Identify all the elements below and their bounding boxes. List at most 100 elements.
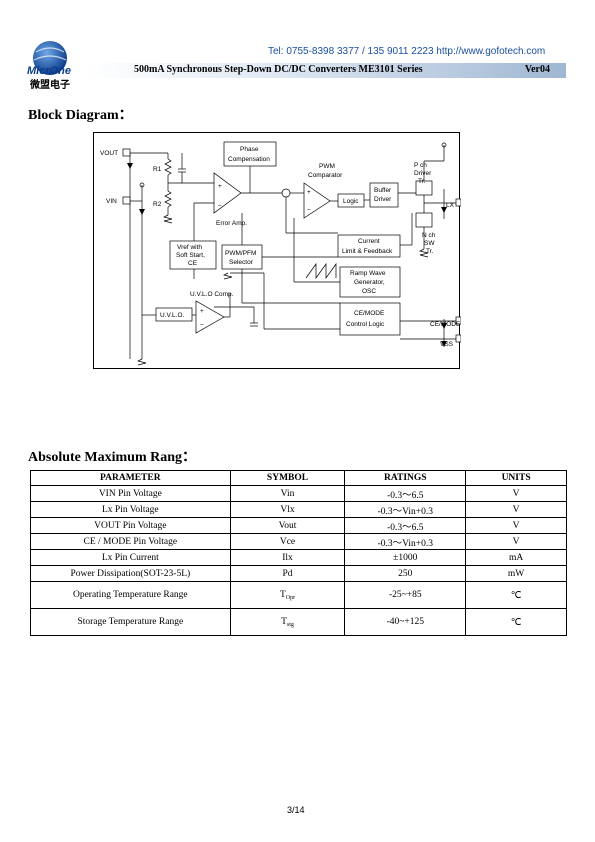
- cell-rating: ±1000: [344, 549, 467, 566]
- version-label: Ver04: [524, 64, 550, 75]
- label-cemode-2: Control Logic: [346, 321, 385, 328]
- cell-unit: ℃: [465, 608, 567, 636]
- cell-unit: V: [465, 485, 567, 502]
- label-uvlo-comp: U.V.L.O Comp.: [190, 291, 234, 298]
- cell-parameter: VIN Pin Voltage: [30, 485, 231, 502]
- cell-symbol: Vlx: [229, 501, 346, 518]
- label-vref-1: Vref with: [177, 244, 202, 251]
- cell-parameter: Lx Pin Current: [30, 549, 231, 566]
- cell-symbol: Vin: [229, 485, 346, 502]
- cell-rating: -0.3～6.5: [344, 485, 467, 502]
- cell-unit: V: [465, 533, 567, 550]
- uvlo-plus: +: [200, 308, 204, 315]
- pin-vin: VIN: [106, 198, 117, 205]
- cell-rating: -0.3～6.5: [344, 517, 467, 534]
- label-nch-3: Tr.: [426, 248, 434, 255]
- label-ramp-1: Ramp Wave: [350, 270, 386, 277]
- cell-unit: V: [465, 517, 567, 534]
- label-pch-3: Tr.: [418, 178, 426, 185]
- label-pwmpfm-1: PWM/PFM: [225, 250, 256, 257]
- cell-parameter: Lx Pin Voltage: [30, 501, 231, 518]
- table-row: Operating Temperature Range TOpr -25~+85…: [30, 581, 567, 609]
- label-cemode-1: CE/MODE: [354, 310, 385, 317]
- label-phase-2: Compensation: [228, 156, 270, 163]
- col-parameter: PARAMETER: [30, 470, 231, 486]
- cell-parameter: Operating Temperature Range: [30, 581, 231, 609]
- cell-unit: ℃: [465, 581, 567, 609]
- col-ratings: RATINGS: [344, 470, 467, 486]
- label-buffer-1: Buffer: [374, 187, 392, 194]
- cell-parameter: Power Dissipation(SOT-23-5L): [30, 565, 231, 582]
- cell-symbol: Ilx: [229, 549, 346, 566]
- label-pch-2: Driver: [414, 170, 432, 177]
- pin-vss: VSS: [440, 341, 454, 348]
- symbol-subscript: Opr: [285, 595, 296, 601]
- svg-text:MicrOne: MicrOne: [27, 65, 71, 77]
- cell-parameter: Storage Temperature Range: [30, 608, 231, 636]
- pwm-minus: −: [307, 207, 311, 214]
- label-vref-2: Soft Start,: [176, 252, 205, 259]
- label-pch-1: P ch: [414, 162, 427, 169]
- abs-max-heading: Absolute Maximum Rang：: [28, 450, 197, 465]
- label-pwm-2: Comparator: [308, 172, 343, 179]
- abs-max-table: PARAMETER SYMBOL RATINGS UNITS VIN Pin V…: [30, 470, 567, 636]
- label-phase-1: Phase: [240, 146, 259, 153]
- label-r1: R1: [153, 166, 162, 173]
- pin-vout: VOUT: [100, 150, 118, 157]
- block-diagram: VOUT VIN LX CE/MODE VSS R1 R2 Phase Comp…: [93, 132, 461, 369]
- logo-subtext: 微盟电子: [30, 80, 70, 91]
- cell-rating: 250: [344, 565, 467, 582]
- table-row: VOUT Pin Voltage Vout -0.3～6.5 V: [30, 517, 567, 534]
- cell-rating: -25~+85: [344, 581, 467, 609]
- block-diagram-heading: Block Diagram：: [28, 108, 133, 123]
- cell-symbol: TOpr: [229, 581, 346, 609]
- label-ramp-3: OSC: [362, 288, 376, 295]
- pin-ce-mode: CE/MODE: [430, 321, 461, 328]
- cell-symbol: Vout: [229, 517, 346, 534]
- table-row: Lx Pin Voltage Vlx -0.3～Vin+0.3 V: [30, 501, 567, 518]
- error-amp-plus: +: [218, 183, 222, 190]
- symbol-subscript: stg: [286, 622, 294, 628]
- error-amp-minus: −: [218, 203, 222, 210]
- cell-parameter: CE / MODE Pin Voltage: [30, 533, 231, 550]
- document-title: 500mA Synchronous Step-Down DC/DC Conver…: [134, 64, 423, 75]
- cell-unit: V: [465, 501, 567, 518]
- cell-rating: -40~+125: [344, 608, 467, 636]
- label-nch-1: N ch: [422, 232, 436, 239]
- uvlo-minus: −: [200, 322, 204, 329]
- label-nch-2: SW: [424, 240, 435, 247]
- col-symbol: SYMBOL: [229, 470, 346, 486]
- label-uvlo: U.V.L.O.: [160, 312, 185, 319]
- col-units: UNITS: [465, 470, 567, 486]
- label-current-2: Limit & Feedback: [342, 248, 393, 255]
- cell-symbol: Tstg: [229, 608, 346, 636]
- label-pwmpfm-2: Selector: [229, 259, 254, 266]
- label-logic: Logic: [343, 198, 359, 205]
- cell-rating: -0.3～Vin+0.3: [344, 533, 467, 550]
- contact-line: Tel: 0755-8398 3377 / 135 9011 2223 http…: [268, 46, 546, 57]
- symbol-main: T: [279, 590, 286, 600]
- table-header-row: PARAMETER SYMBOL RATINGS UNITS: [30, 470, 567, 486]
- cell-symbol: Pd: [229, 565, 346, 582]
- table-row: Power Dissipation(SOT-23-5L) Pd 250 mW: [30, 565, 567, 582]
- cell-symbol: Vce: [229, 533, 346, 550]
- pwm-plus: +: [307, 189, 311, 196]
- label-ramp-2: Generator,: [354, 279, 385, 286]
- symbol-main: T: [281, 617, 287, 627]
- table-row: Storage Temperature Range Tstg -40~+125 …: [30, 608, 567, 636]
- label-pwm-1: PWM: [319, 163, 335, 170]
- cell-parameter: VOUT Pin Voltage: [30, 517, 231, 534]
- table-row: Lx Pin Current Ilx ±1000 mA: [30, 549, 567, 566]
- label-current-1: Current: [358, 238, 380, 245]
- page-number: 3/14: [287, 805, 305, 815]
- label-error-amp: Error Amp.: [216, 220, 247, 227]
- pin-lx: LX: [446, 202, 455, 209]
- cell-unit: mA: [465, 549, 567, 566]
- microne-logo: MicrOne: [27, 41, 71, 77]
- header-banner: 500mA Synchronous Step-Down DC/DC Conver…: [86, 63, 566, 78]
- table-row: VIN Pin Voltage Vin -0.3～6.5 V: [30, 485, 567, 502]
- cell-unit: mW: [465, 565, 567, 582]
- label-buffer-2: Driver: [374, 196, 392, 203]
- label-r2: R2: [153, 201, 162, 208]
- table-row: CE / MODE Pin Voltage Vce -0.3～Vin+0.3 V: [30, 533, 567, 550]
